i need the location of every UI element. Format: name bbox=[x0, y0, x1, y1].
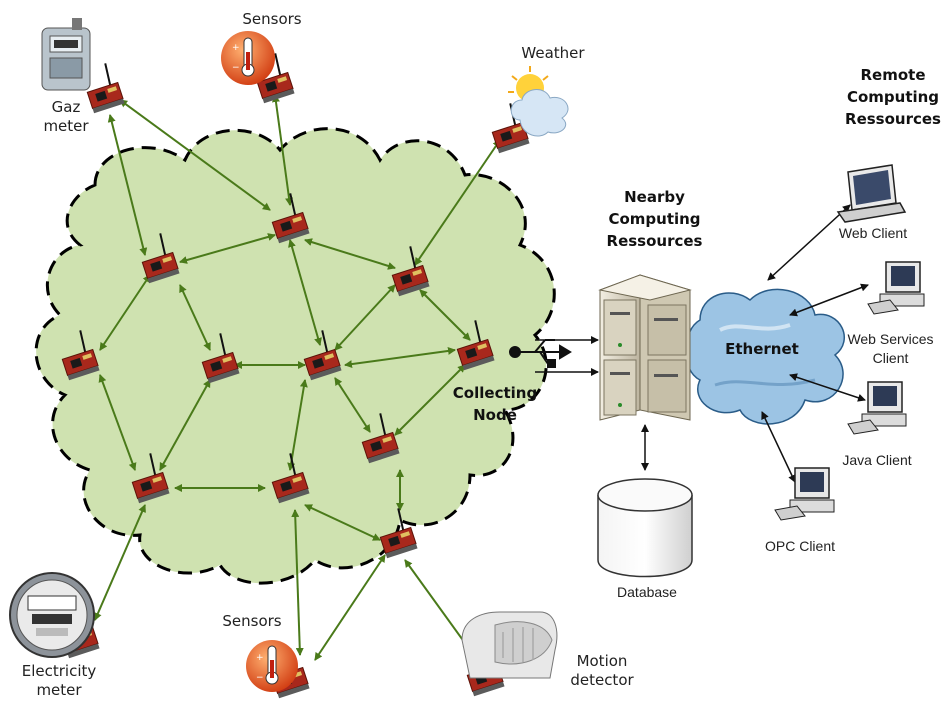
desktop-computer-icon bbox=[847, 381, 907, 435]
gas-meter-icon bbox=[41, 18, 91, 91]
server-rack-icon bbox=[598, 274, 692, 421]
nearby-label-line3: Ressources bbox=[606, 232, 703, 250]
collecting-label-line1: Collecting bbox=[452, 384, 538, 402]
thermometer-icon: + − bbox=[246, 640, 298, 692]
svg-text:−: − bbox=[232, 63, 240, 73]
sensor-node-board-icon bbox=[256, 53, 295, 104]
sensor-node-board-icon bbox=[379, 508, 418, 559]
nearby-computing-label: Nearby Computing Ressources bbox=[592, 186, 717, 252]
gaz-meter-label: Gaz meter bbox=[33, 98, 99, 136]
motion-label-line2: detector bbox=[570, 671, 634, 689]
electricity-meter-label: Electricity meter bbox=[4, 662, 114, 700]
svg-text:+: + bbox=[256, 653, 264, 663]
sensors-bottom-label: Sensors bbox=[222, 612, 282, 630]
mesh-links bbox=[94, 94, 501, 661]
sensor-node-board-icon bbox=[271, 193, 310, 244]
weather-label: Weather bbox=[521, 44, 585, 62]
laptop-icon bbox=[836, 164, 907, 223]
thermometer-icon: + − bbox=[221, 31, 275, 85]
web-services-client-label: Web Services Client bbox=[830, 330, 951, 368]
database-cylinder-icon bbox=[597, 478, 693, 578]
sun-cloud-icon bbox=[508, 66, 569, 137]
sensor-node-board-icon bbox=[141, 233, 180, 284]
remote-computing-label: Remote Computing Ressources bbox=[828, 64, 951, 130]
nearby-label-line1: Nearby bbox=[624, 188, 685, 206]
desktop-computer-icon bbox=[774, 467, 835, 521]
motion-label-line1: Motion bbox=[576, 652, 628, 670]
remote-label-line1: Remote bbox=[860, 66, 926, 84]
sensor-node-board-icon bbox=[391, 246, 430, 297]
sensor-node-board-icon bbox=[361, 413, 400, 464]
sensor-node-board-icon bbox=[201, 333, 240, 384]
database-label: Database bbox=[617, 584, 677, 600]
sensor-node-board-icon bbox=[303, 330, 342, 381]
web-client-label: Web Client bbox=[838, 225, 908, 241]
electricity-label-line1: Electricity bbox=[21, 662, 97, 680]
sensor-node-board-icon bbox=[131, 453, 170, 504]
gaz-meter-label-line1: Gaz bbox=[51, 98, 81, 116]
electricity-meter-icon bbox=[9, 572, 95, 658]
remote-label-line2: Computing bbox=[846, 88, 940, 106]
web-services-label-line2: Client bbox=[872, 350, 909, 366]
nearby-label-line2: Computing bbox=[608, 210, 701, 228]
motion-detector-label: Motion detector bbox=[552, 652, 652, 690]
collecting-node-label: Collecting Node bbox=[440, 382, 550, 426]
electricity-label-line2: meter bbox=[36, 681, 82, 699]
sensor-node-board-icon bbox=[456, 320, 495, 371]
ethernet-label: Ethernet bbox=[725, 340, 799, 358]
motion-detector-icon bbox=[461, 611, 558, 679]
opc-client-label: OPC Client bbox=[764, 538, 836, 554]
collecting-label-line2: Node bbox=[473, 406, 517, 424]
usb-plug-icon bbox=[509, 339, 572, 368]
sensors-top-label: Sensors bbox=[242, 10, 302, 28]
desktop-computer-icon bbox=[867, 261, 925, 315]
sensor-node-board-icon bbox=[86, 63, 125, 114]
remote-label-line3: Ressources bbox=[845, 110, 941, 128]
svg-text:+: + bbox=[232, 43, 240, 53]
svg-text:−: − bbox=[256, 673, 264, 683]
gaz-meter-label-line2: meter bbox=[43, 117, 89, 135]
sensor-node-board-icon bbox=[271, 453, 310, 504]
java-client-label: Java Client bbox=[842, 452, 912, 468]
web-services-label-line1: Web Services bbox=[847, 331, 934, 347]
sensor-node-board-icon bbox=[61, 330, 100, 381]
